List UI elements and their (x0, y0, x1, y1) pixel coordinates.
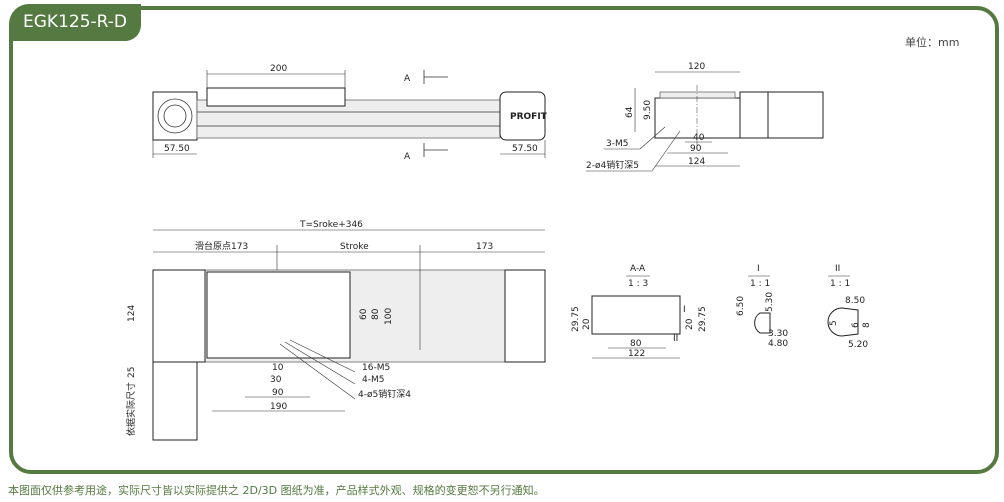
detail-scale: 1 : 1 (750, 279, 770, 289)
dim-6: 6 (851, 322, 861, 328)
drawing-frame (9, 6, 999, 474)
dim-124: 124 (688, 157, 705, 167)
detail-name: II (835, 264, 840, 274)
dim-190: 190 (270, 402, 287, 412)
dim-end: 173 (476, 242, 493, 252)
dim-left-end: 57.50 (164, 144, 190, 154)
pin-label: 2-ø4销钉深5 (586, 159, 639, 171)
section-mark-bottom: A (404, 152, 411, 162)
section-name: A-A (630, 264, 646, 274)
model-title: EGK125-R-D (9, 4, 141, 41)
thread16-label: 16-M5 (362, 363, 390, 373)
dim-20-right: 20 (685, 318, 695, 330)
detail-1: I 1 : 1 6.50 5.30 3.30 4.80 (736, 264, 788, 349)
detail-scale: 1 : 1 (830, 279, 850, 289)
top-view: PROFIT 200 57.50 57.50 A A (152, 64, 548, 162)
dim-29-75-right: 29.75 (698, 306, 708, 332)
pin-label: 4-ø5销钉深4 (358, 388, 411, 400)
dim-5: 5 (829, 320, 839, 326)
detail-mark-2: II (673, 334, 678, 344)
dim-90: 90 (690, 144, 702, 154)
dim-60: 60 (359, 308, 369, 320)
dim-90: 90 (272, 388, 284, 398)
dim-5-20: 5.20 (848, 340, 868, 350)
dim-4-80: 4.80 (768, 339, 788, 349)
dim-right-end: 57.50 (512, 144, 538, 154)
detail-mark-1: I (683, 305, 686, 315)
section-a-a: A-A 1 : 3 29.75 20 20 29.75 I II 80 122 (571, 264, 708, 359)
bottom-view: T=Sroke+346 滑台原点173 Stroke 173 124 25 依据… (125, 220, 546, 441)
thread4-label: 4-M5 (362, 375, 384, 385)
dim-64: 64 (625, 106, 635, 118)
logo: PROFIT (510, 112, 548, 122)
dim-10: 10 (272, 363, 284, 373)
dim-200: 200 (270, 64, 287, 74)
dim-120: 120 (688, 62, 705, 72)
dim-100: 100 (384, 308, 394, 325)
dim-29-75-left: 29.75 (571, 306, 581, 332)
detail-name: I (757, 264, 760, 274)
detail-2: II 1 : 1 8.50 5 6 8 5.20 (827, 264, 872, 350)
dim-80: 80 (371, 308, 381, 320)
dim-80: 80 (630, 339, 642, 349)
section-mark-top: A (404, 74, 411, 84)
dim-25: 25 (127, 367, 137, 378)
footer-note: 本图面仅供参考用途，实际尺寸皆以实际提供之 2D/3D 图纸为准，产品样式外观、… (8, 484, 545, 497)
motor-note: 依据实际尺寸 (125, 382, 137, 436)
dim-origin: 滑台原点173 (195, 240, 248, 252)
dim-122: 122 (628, 349, 645, 359)
dim-8-50: 8.50 (845, 296, 865, 306)
thread-label: 3-M5 (606, 139, 628, 149)
dim-stroke: Stroke (340, 242, 369, 252)
unit-label: 单位：mm (905, 36, 960, 49)
dim-8: 8 (862, 322, 872, 328)
dim-124: 124 (127, 305, 137, 322)
dim-5-30: 5.30 (765, 292, 775, 312)
dim-40: 40 (693, 133, 705, 143)
section-scale: 1 : 3 (628, 279, 648, 289)
dim-9-50: 9.50 (643, 100, 653, 120)
end-view: 120 64 9.50 40 90 124 3-M5 2-ø4销钉深5 (586, 62, 824, 172)
dim-6-50: 6.50 (736, 296, 746, 316)
dim-total: T=Sroke+346 (299, 220, 363, 230)
dim-3-30: 3.30 (768, 329, 788, 339)
dim-30: 30 (270, 375, 282, 385)
dim-20-left: 20 (582, 318, 592, 330)
